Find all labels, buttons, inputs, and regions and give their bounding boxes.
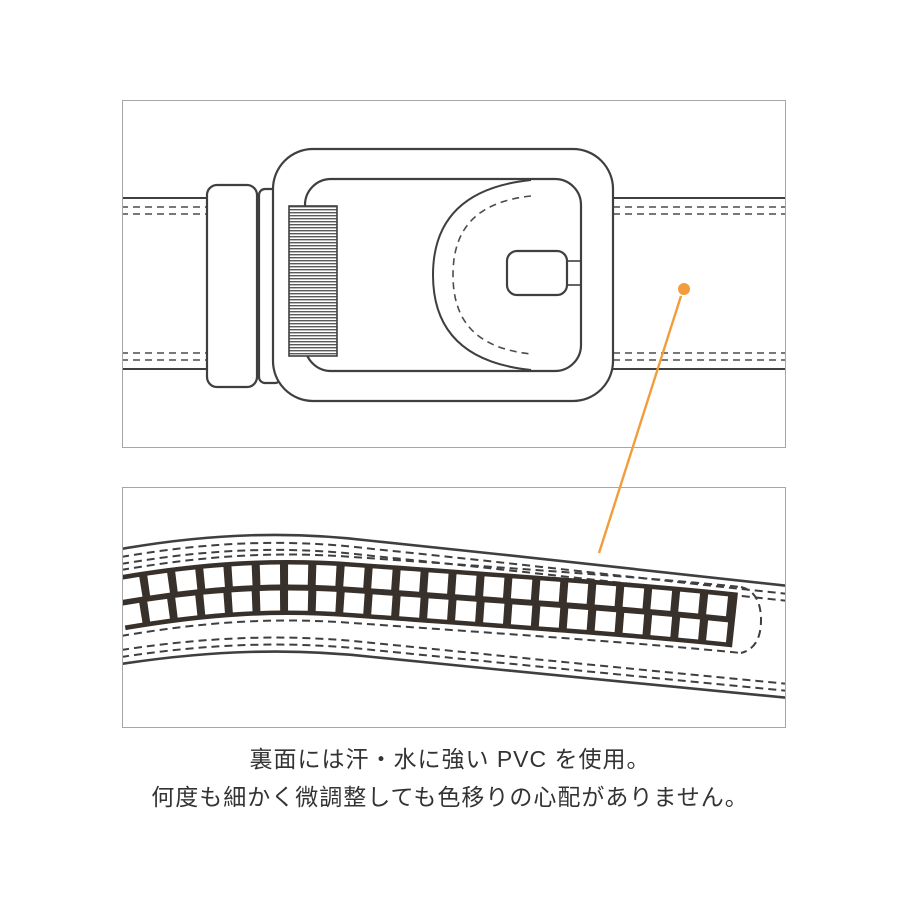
strap-loop-curve — [431, 179, 532, 371]
belt-front-panel — [122, 100, 786, 448]
ratchet-track — [123, 560, 738, 648]
belt-back-closeup-panel — [122, 487, 786, 728]
buckle-clasp — [505, 249, 581, 297]
belt-tail-end — [205, 183, 283, 389]
belt-front-illustration — [123, 147, 785, 403]
closeup-bottom-stitching — [123, 636, 785, 699]
belt-back-closeup-illustration — [123, 533, 785, 699]
caption-line-2: 何度も細かく微調整しても色移りの心配がありません。 — [151, 784, 749, 810]
ratchet-teeth — [288, 205, 338, 357]
ratchet-track-outline — [123, 553, 763, 654]
caption: 裏面には汗・水に強い PVC を使用。 何度も細かく微調整しても色移りの心配があ… — [0, 740, 900, 816]
caption-line-1: 裏面には汗・水に強い PVC を使用。 — [249, 746, 651, 772]
